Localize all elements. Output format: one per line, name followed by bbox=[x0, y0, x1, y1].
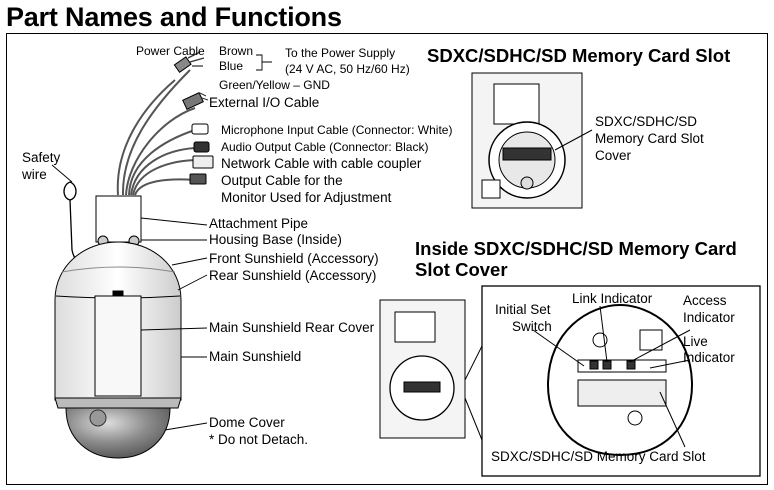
audio-connector bbox=[193, 141, 210, 153]
card-slot-label: SDXC/SDHC/SD Memory Card Slot bbox=[491, 449, 706, 464]
to-power-supply-label: To the Power Supply bbox=[285, 46, 396, 60]
front-sunshield-label: Front Sunshield (Accessory) bbox=[209, 251, 379, 266]
inside-cover-illustration bbox=[379, 285, 761, 477]
camera-illustration bbox=[54, 51, 214, 459]
dome-cover bbox=[65, 407, 171, 459]
attachment-pipe bbox=[95, 195, 142, 243]
access-indicator-label-1: Access bbox=[683, 293, 727, 308]
power-cable-label: Power Cable bbox=[136, 44, 205, 58]
live-indicator-label-2: Indicator bbox=[683, 350, 735, 365]
audio-output-label: Audio Output Cable (Connector: Black) bbox=[221, 140, 429, 154]
rear-sunshield-label: Rear Sunshield (Accessory) bbox=[209, 268, 377, 283]
output-cable-label-1: Output Cable for the bbox=[221, 173, 343, 188]
dome-cover-label: Dome Cover bbox=[209, 415, 285, 430]
external-io-end bbox=[182, 92, 209, 110]
slot-cover-illustration bbox=[471, 72, 593, 209]
network-cable-label: Network Cable with cable coupler bbox=[221, 156, 422, 171]
safety-wire-label-1: Safety bbox=[22, 150, 61, 165]
brown-label: Brown bbox=[219, 44, 254, 58]
blue-label: Blue bbox=[219, 59, 244, 73]
power-spec-label: (24 V AC, 50 Hz/60 Hz) bbox=[285, 62, 410, 76]
diagram-frame bbox=[6, 33, 768, 485]
initial-set-label-2: Switch bbox=[512, 319, 552, 334]
inside-section-heading-1: Inside SDXC/SDHC/SD Memory Card bbox=[415, 238, 737, 259]
access-indicator-label-2: Indicator bbox=[683, 310, 735, 325]
inside-section-heading-2: Slot Cover bbox=[415, 259, 508, 280]
main-sunshield-label: Main Sunshield bbox=[209, 349, 302, 364]
cable-bundle bbox=[116, 69, 201, 196]
initial-set-label-1: Initial Set bbox=[495, 302, 551, 317]
do-not-detach-label: * Do not Detach. bbox=[209, 432, 309, 447]
monitor-connector bbox=[189, 173, 207, 185]
output-cable-label-2: Monitor Used for Adjustment bbox=[221, 190, 392, 205]
live-indicator-label-1: Live bbox=[683, 334, 708, 349]
network-coupler bbox=[192, 155, 214, 169]
mic-connector bbox=[191, 123, 209, 135]
slot-cover-label-1: SDXC/SDHC/SD bbox=[595, 114, 698, 129]
housing-base-label: Housing Base (Inside) bbox=[209, 232, 342, 247]
slot-section-heading: SDXC/SDHC/SD Memory Card Slot bbox=[427, 45, 731, 66]
slot-cover-label-3: Cover bbox=[595, 148, 632, 163]
external-io-label: External I/O Cable bbox=[209, 95, 320, 110]
link-indicator-label: Link Indicator bbox=[572, 291, 653, 306]
main-sunshield-rear-cover-label: Main Sunshield Rear Cover bbox=[209, 320, 375, 335]
green-yellow-gnd-label: Green/Yellow – GND bbox=[219, 78, 330, 92]
safety-wire-label-2: wire bbox=[22, 167, 47, 182]
power-cable-end bbox=[173, 51, 205, 73]
rear-cover bbox=[94, 295, 142, 397]
page-title: Part Names and Functions bbox=[6, 2, 342, 32]
slot-cover-label-2: Memory Card Slot bbox=[595, 131, 704, 146]
mic-input-label: Microphone Input Cable (Connector: White… bbox=[221, 123, 453, 137]
leader-lines bbox=[51, 54, 272, 431]
attachment-pipe-label: Attachment Pipe bbox=[209, 216, 309, 231]
